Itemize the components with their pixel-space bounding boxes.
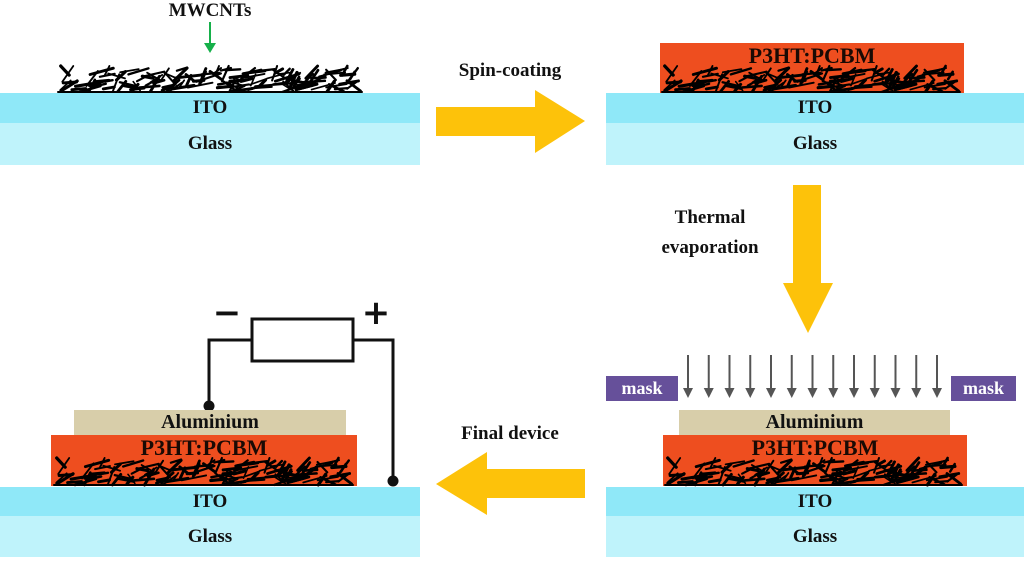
evaporation-arrow-icon: [911, 355, 922, 398]
p3ht-pcbm-layer-step2: P3HT:PCBM: [660, 43, 964, 93]
ito-layer-step4: ITO: [0, 487, 420, 516]
evaporation-arrow-icon: [703, 355, 714, 398]
evaporation-arrow-icon: [745, 355, 756, 398]
evaporation-arrow-icon: [683, 355, 693, 398]
evaporation-arrow-icon: [766, 355, 776, 398]
minus-terminal: −: [212, 293, 242, 333]
evaporation-arrow-icon: [869, 355, 880, 398]
ito-layer-step3: ITO: [606, 487, 1024, 516]
evaporation-arrow-icon: [828, 355, 839, 398]
ito-layer-step2: ITO: [606, 93, 1024, 123]
ito-layer-step1: ITO: [0, 93, 420, 123]
aluminium-layer-step3: Aluminium: [679, 410, 950, 435]
glass-layer-step1: Glass: [0, 123, 420, 165]
glass-layer-step2: Glass: [606, 123, 1024, 165]
spin-coating-label: Spin-coating: [458, 60, 562, 81]
evaporation-arrow-icon: [724, 355, 735, 398]
p3ht-pcbm-layer-step3: P3HT:PCBM: [663, 435, 967, 486]
aluminium-layer-step4: Aluminium: [74, 410, 346, 435]
evaporation-arrow-icon: [890, 355, 901, 398]
evaporation-arrow-icon: [932, 355, 942, 398]
glass-layer-step4: Glass: [0, 516, 420, 557]
plus-terminal: +: [361, 293, 391, 333]
mask-right: mask: [951, 376, 1016, 401]
evaporation-arrow-icon: [807, 355, 818, 398]
thermal-label: Thermal: [674, 207, 746, 228]
evaporation-label: evaporation: [661, 237, 759, 258]
ito-contact-dot: [387, 475, 399, 487]
glass-layer-step3: Glass: [606, 516, 1024, 557]
evaporation-arrow-icon: [786, 355, 797, 398]
p3ht-pcbm-layer-step4: P3HT:PCBM: [51, 435, 357, 486]
mwcnts-label: MWCNTs: [168, 0, 252, 21]
evaporation-arrow-icon: [849, 355, 859, 398]
load-resistor-icon: [250, 317, 355, 363]
final-device-label: Final device: [461, 423, 559, 444]
mask-left: mask: [606, 376, 678, 401]
